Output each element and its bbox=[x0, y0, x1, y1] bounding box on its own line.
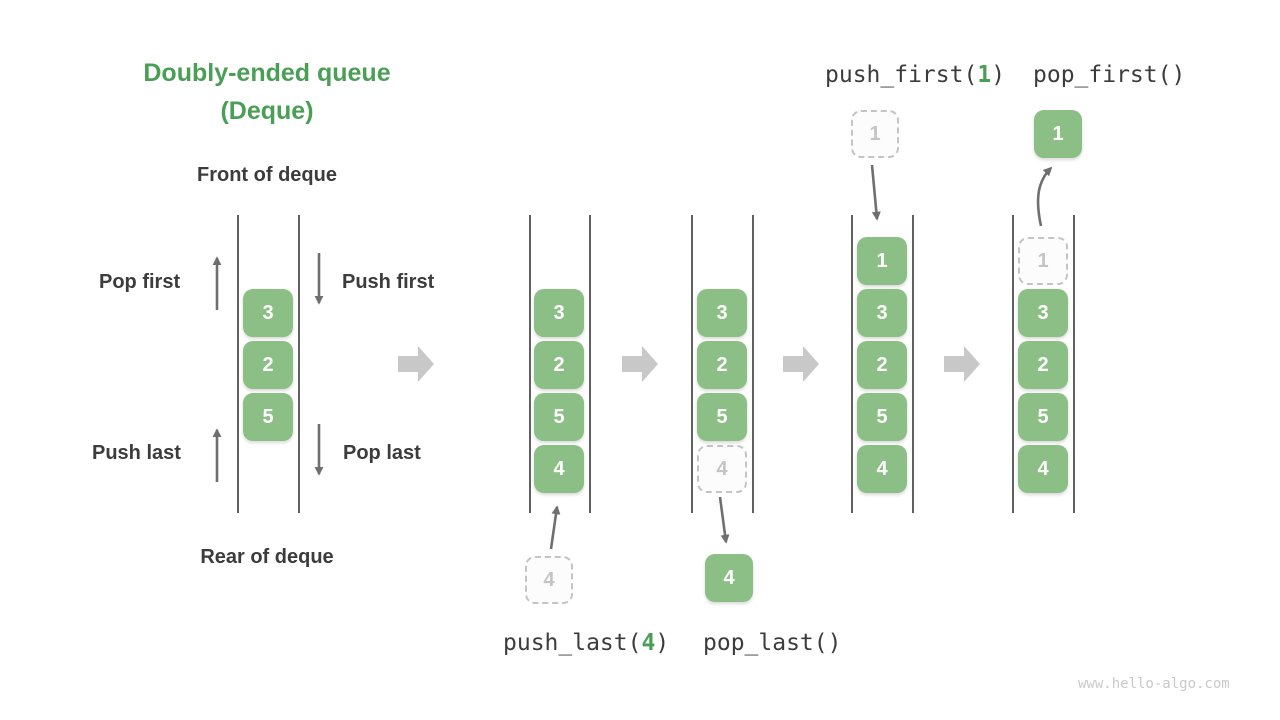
deque-cell: 5 bbox=[1018, 393, 1068, 441]
deque-cell: 2 bbox=[1018, 341, 1068, 389]
deque-wall bbox=[1012, 215, 1014, 513]
diagram-title-line2: (Deque) bbox=[220, 97, 314, 125]
deque-cell: 3 bbox=[243, 289, 293, 337]
popped-element: 1 bbox=[1034, 110, 1082, 158]
pop-last-remove-arrow-icon bbox=[718, 496, 730, 544]
deque-cell: 4 bbox=[857, 445, 907, 493]
code-arg: 4 bbox=[641, 630, 656, 656]
deque-wall bbox=[912, 215, 914, 513]
deque-cell: 4 bbox=[534, 445, 584, 493]
deque-cell: 5 bbox=[857, 393, 907, 441]
code-text: pop_last() bbox=[703, 630, 842, 656]
deque-cell: 2 bbox=[243, 341, 293, 389]
incoming-element-ghost: 1 bbox=[851, 110, 899, 158]
deque-wall bbox=[298, 215, 300, 513]
deque-cell: 3 bbox=[857, 289, 907, 337]
deque-wall bbox=[1073, 215, 1075, 513]
pop-first-call-label: pop_first() bbox=[1033, 62, 1185, 88]
code-text: pop_first() bbox=[1033, 62, 1186, 88]
code-text: push_last( bbox=[503, 630, 642, 656]
pop-last-label: Pop last bbox=[343, 442, 421, 464]
diagram-title-line1: Doubly-ended queue bbox=[143, 59, 391, 87]
site-watermark: www.hello-algo.com bbox=[1078, 676, 1230, 692]
deque-cell: 2 bbox=[697, 341, 747, 389]
push-last-call-label: push_last(4) bbox=[503, 630, 669, 656]
stage-transition-arrow-icon bbox=[783, 346, 819, 382]
deque-cell: 2 bbox=[857, 341, 907, 389]
stage-transition-arrow-icon bbox=[944, 346, 980, 382]
rear-of-deque-label: Rear of deque bbox=[200, 546, 334, 568]
deque-wall bbox=[237, 215, 239, 513]
deque-cell: 5 bbox=[697, 393, 747, 441]
deque-wall bbox=[529, 215, 531, 513]
push-first-insert-arrow-icon bbox=[870, 164, 881, 221]
popped-element: 4 bbox=[705, 554, 753, 602]
pop-first-remove-arrow-icon bbox=[1036, 166, 1053, 227]
deque-cell: 3 bbox=[697, 289, 747, 337]
deque-wall bbox=[752, 215, 754, 513]
front-of-deque-label: Front of deque bbox=[197, 164, 337, 186]
push-last-label: Push last bbox=[92, 442, 181, 464]
pop-first-label: Pop first bbox=[99, 271, 181, 293]
removed-element-ghost: 1 bbox=[1018, 237, 1068, 285]
code-text: ) bbox=[991, 62, 1006, 88]
push-last-insert-arrow-icon bbox=[549, 505, 561, 550]
stage-transition-arrow-icon bbox=[622, 346, 658, 382]
deque-cell: 5 bbox=[534, 393, 584, 441]
deque-wall bbox=[851, 215, 853, 513]
deque-cell: 3 bbox=[534, 289, 584, 337]
push-first-call-label: push_first(1) bbox=[825, 62, 1005, 88]
deque-wall bbox=[589, 215, 591, 513]
diagram-title: Doubly-ended queue (Deque) bbox=[97, 54, 437, 130]
push-first-label: Push first bbox=[342, 271, 435, 293]
deque-cell: 5 bbox=[243, 393, 293, 441]
deque-cell: 4 bbox=[1018, 445, 1068, 493]
deque-cell: 2 bbox=[534, 341, 584, 389]
pop-last-call-label: pop_last() bbox=[703, 630, 841, 656]
code-arg: 1 bbox=[977, 62, 992, 88]
deque-cell: 1 bbox=[857, 237, 907, 285]
code-text: push_first( bbox=[825, 62, 978, 88]
incoming-element-ghost: 4 bbox=[525, 556, 573, 604]
deque-wall bbox=[691, 215, 693, 513]
removed-element-ghost: 4 bbox=[697, 445, 747, 493]
deque-cell: 3 bbox=[1018, 289, 1068, 337]
stage-transition-arrow-icon bbox=[398, 346, 434, 382]
code-text: ) bbox=[655, 630, 670, 656]
